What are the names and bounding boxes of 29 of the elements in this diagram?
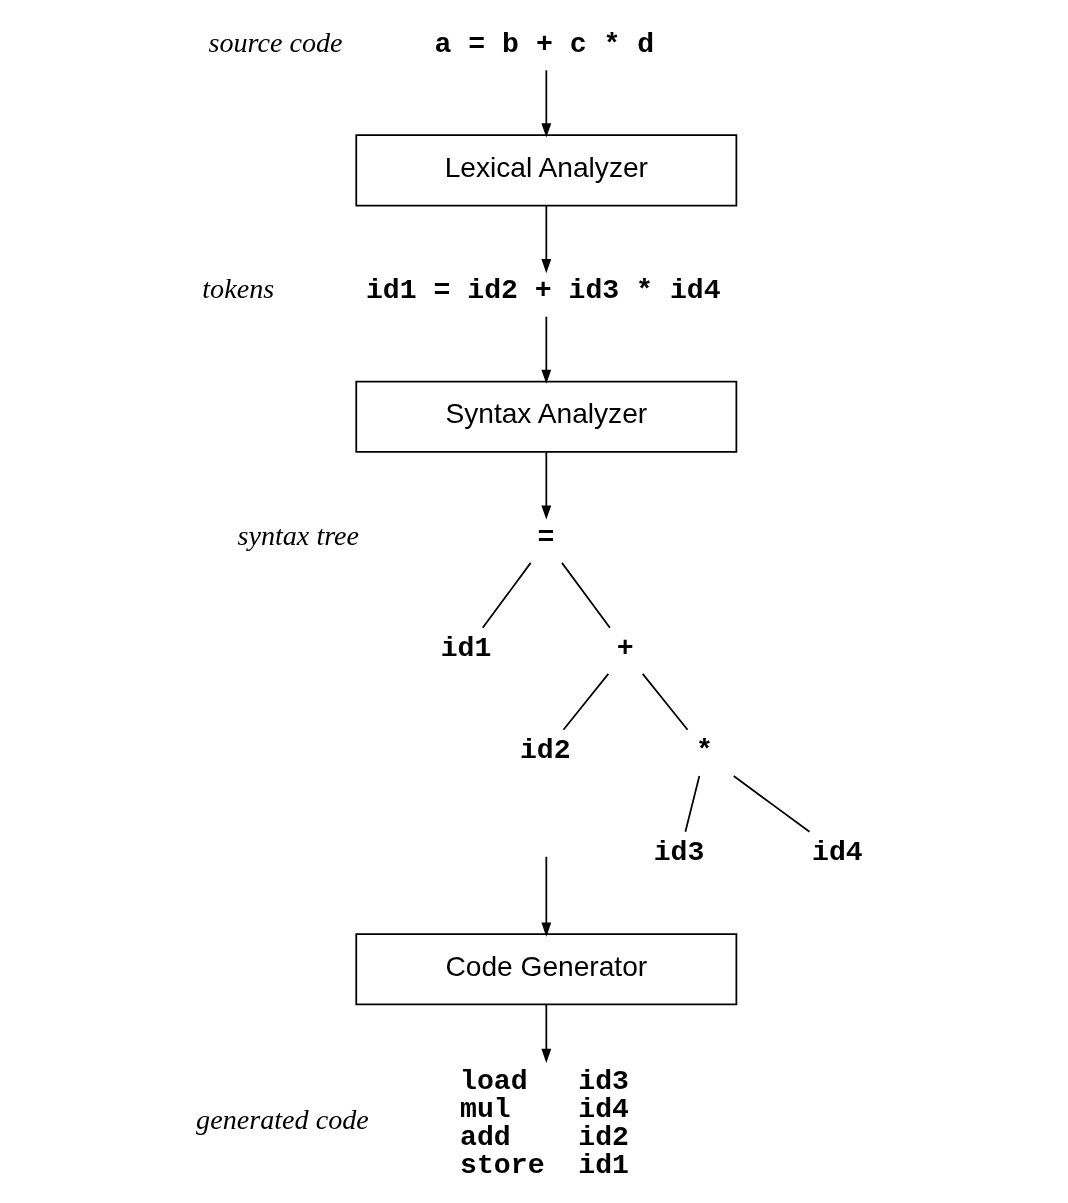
node-box: Syntax Analyzer: [355, 380, 738, 453]
node-text: id4: [812, 836, 863, 868]
arrow: [541, 451, 552, 520]
connector: [561, 562, 611, 629]
node-text: a = b + c * d: [434, 29, 655, 61]
arrow: [541, 855, 552, 937]
node-text: id3: [653, 836, 705, 868]
arrow: [541, 1003, 552, 1063]
node-text: id1 = id2 + id3 * id4: [365, 275, 721, 307]
connector: [481, 562, 532, 629]
node-text: *: [695, 734, 713, 766]
connector: [641, 673, 689, 731]
node-label: source code: [208, 27, 343, 59]
node-text: =: [537, 521, 555, 553]
node-box: Code Generator: [355, 933, 738, 1006]
node-text: +: [616, 632, 634, 664]
node-label: tokens: [202, 273, 275, 305]
node-text: id2: [519, 734, 571, 766]
node-text: load id3 mul id4 add id2 store id1: [460, 1065, 629, 1182]
arrow: [541, 205, 552, 274]
node-text: id1: [440, 632, 492, 664]
node-label: generated code: [196, 1104, 369, 1136]
connector: [684, 775, 701, 833]
connector: [732, 775, 811, 833]
connector: [562, 673, 610, 731]
node-box: Lexical Analyzer: [355, 134, 738, 207]
arrow: [541, 69, 552, 138]
arrow: [541, 315, 552, 384]
label: syntax tree: [237, 519, 360, 551]
